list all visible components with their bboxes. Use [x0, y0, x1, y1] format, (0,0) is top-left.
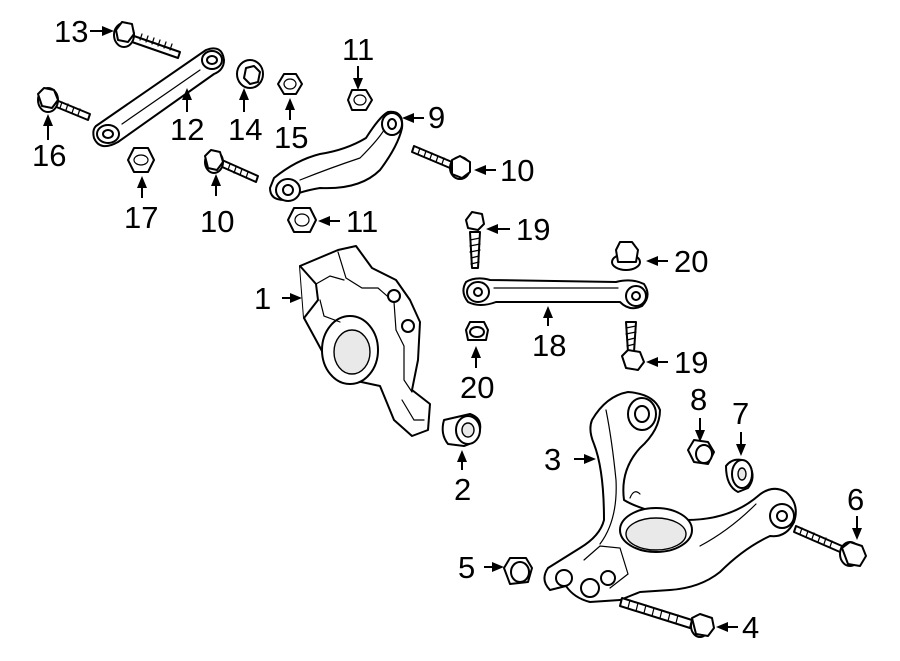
- part-10-bolt-right: [411, 145, 471, 180]
- callout-1: 1: [254, 281, 271, 316]
- part-13-bolt: [113, 21, 181, 59]
- callout-5: 5: [458, 550, 475, 585]
- callout-3: 3: [544, 442, 561, 477]
- part-4-bolt: [619, 597, 715, 638]
- callout-14: 14: [228, 112, 262, 147]
- callout-7: 7: [732, 396, 749, 431]
- callout-15: 15: [274, 120, 308, 155]
- callout-19-top: 19: [516, 212, 550, 247]
- callout-8: 8: [690, 382, 707, 417]
- callout-20-top: 20: [674, 244, 708, 279]
- callout-10-right: 10: [500, 153, 534, 188]
- part-20-nut-top: [611, 241, 641, 271]
- part-17-nut: [127, 147, 155, 173]
- callout-16: 16: [32, 138, 66, 173]
- part-20-nut-lower: [465, 321, 489, 341]
- callout-11-lower: 11: [346, 204, 378, 239]
- part-14-nut: [236, 59, 264, 89]
- callout-10-left: 10: [200, 204, 234, 239]
- part-9-camber-arm: [269, 110, 404, 202]
- callout-11-top: 11: [342, 32, 374, 67]
- part-10-bolt-left: [204, 149, 259, 183]
- callout-2: 2: [454, 472, 471, 507]
- part-3-lower-control-arm: [543, 391, 797, 603]
- part-18-toe-link: [462, 277, 649, 310]
- part-12-link-arm: [92, 47, 225, 148]
- callout-6: 6: [847, 482, 864, 517]
- part-19-bolt-lower: [621, 321, 645, 371]
- callout-labels: 13 16 12 14 15 11 9 17 10 10 11 19 20 1 …: [32, 14, 864, 645]
- part-2-bushing: [441, 413, 482, 447]
- callout-12: 12: [170, 112, 204, 147]
- callout-13: 13: [54, 14, 88, 49]
- callout-9: 9: [428, 100, 445, 135]
- callout-19-lower: 19: [674, 345, 708, 380]
- part-11-nut-top: [347, 89, 373, 111]
- callout-20-lower: 20: [460, 370, 494, 405]
- callout-17: 17: [124, 200, 158, 235]
- part-7-washer: [725, 458, 754, 493]
- part-11-nut-lower: [287, 207, 317, 233]
- part-16-bolt: [37, 87, 91, 121]
- part-1-knuckle: [299, 245, 431, 437]
- callout-4: 4: [742, 610, 759, 645]
- part-19-bolt-top: [465, 211, 485, 269]
- part-15-nut: [277, 73, 303, 95]
- callout-18: 18: [532, 328, 566, 363]
- part-5-nut: [503, 557, 533, 585]
- part-8-nut: [687, 439, 715, 465]
- callout-arrows: [43, 26, 862, 632]
- part-6-bolt: [793, 525, 867, 567]
